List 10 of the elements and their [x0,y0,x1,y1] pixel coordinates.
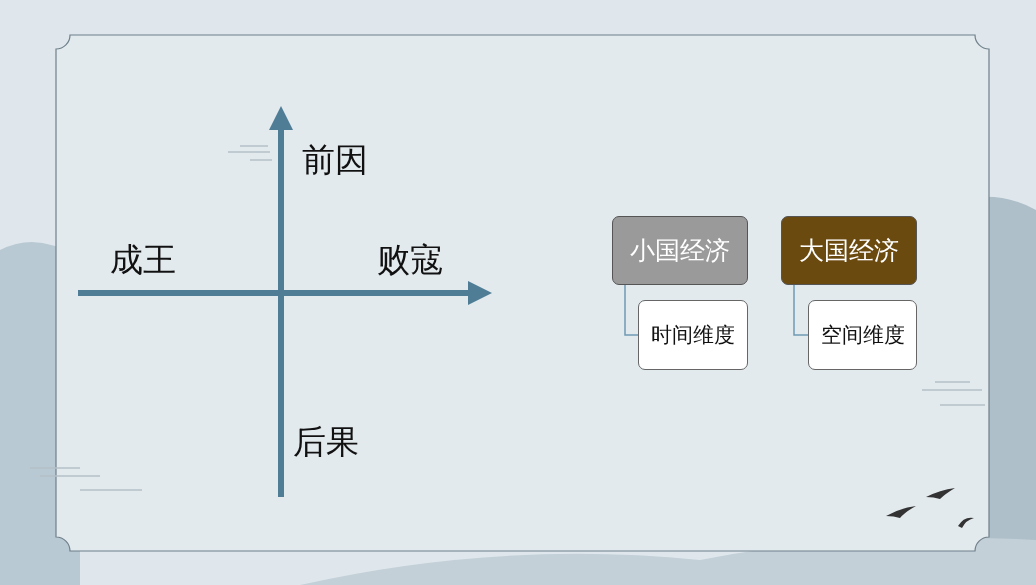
subtopic-box: 空间维度 [808,300,917,370]
axis-label: 前因 [302,143,368,176]
topic-box: 大国经济 [781,216,917,285]
topic-box: 小国经济 [612,216,748,285]
axis-label: 后果 [293,425,359,458]
connector [624,284,639,336]
subtopic-box: 时间维度 [638,300,748,370]
axis-label: 败寇 [377,243,443,276]
axis-label: 成王 [110,243,176,276]
connector [793,284,809,336]
